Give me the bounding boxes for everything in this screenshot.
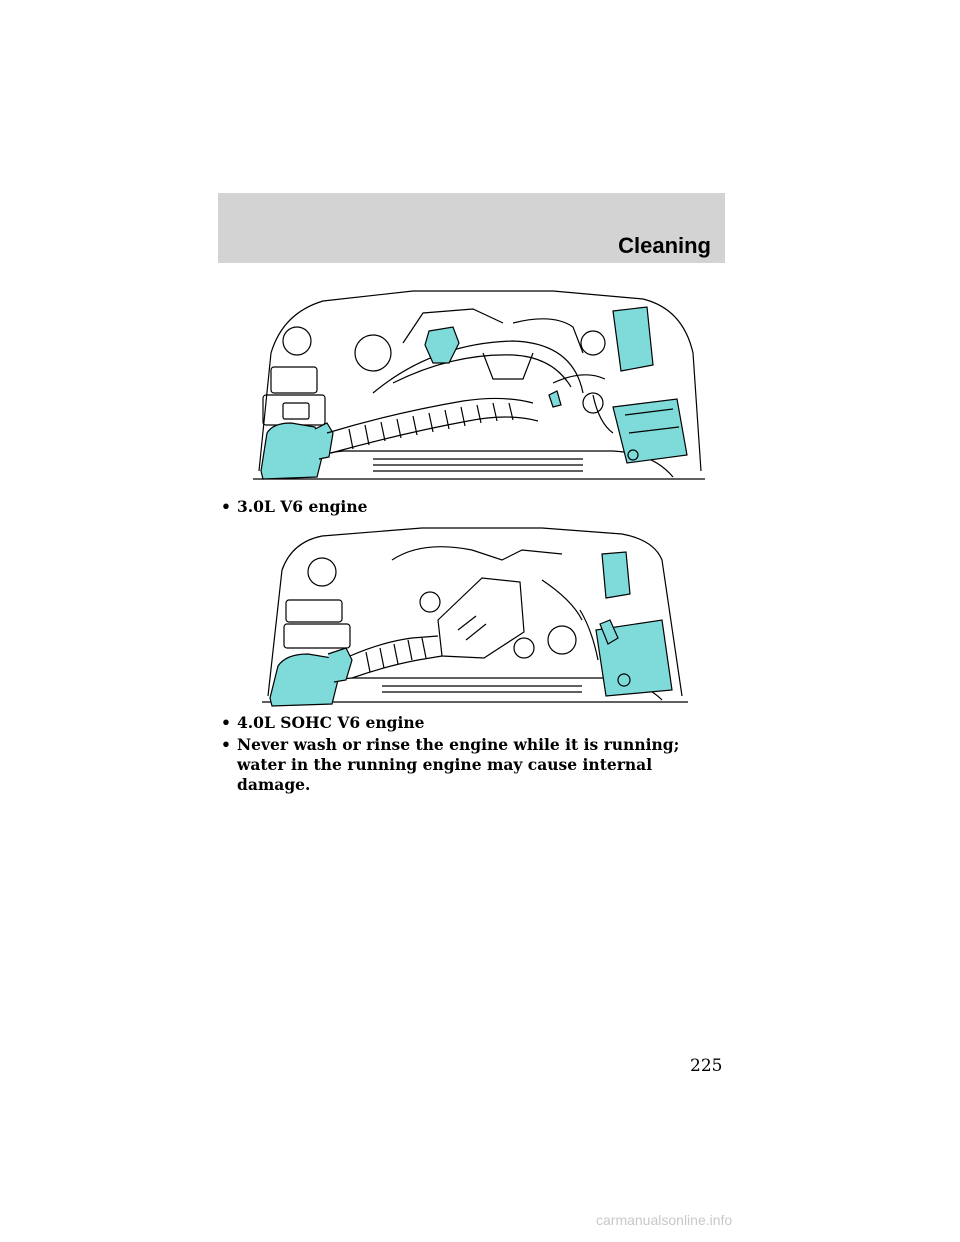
- caption-text: 4.0L SOHC V6 engine: [237, 713, 425, 732]
- engine-wash-warning: • Never wash or rinse the engine while i…: [221, 735, 731, 794]
- section-title: Cleaning: [618, 233, 711, 258]
- bullet-dot: •: [221, 735, 231, 754]
- engine-4-0l-illustration: [262, 520, 688, 708]
- bullet-dot: •: [221, 713, 231, 732]
- footer-watermark: carmanualsonline.info: [596, 1212, 733, 1228]
- engine-3-0l-illustration: [253, 283, 705, 483]
- section-header-band: Cleaning: [218, 193, 725, 263]
- bullet-dot: •: [221, 497, 231, 516]
- page-number: 225: [690, 1056, 723, 1076]
- warning-text: Never wash or rinse the engine while it …: [237, 735, 680, 794]
- caption-text: 3.0L V6 engine: [237, 497, 368, 516]
